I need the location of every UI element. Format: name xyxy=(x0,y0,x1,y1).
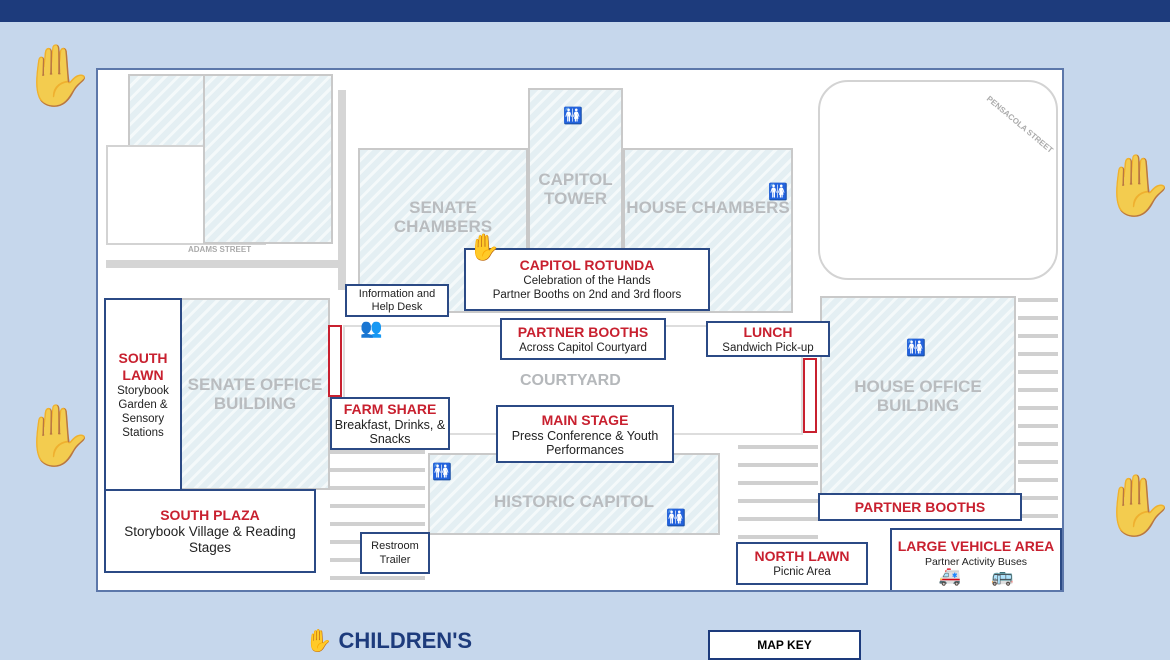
capitol-map: ADAMS STREET SENATE CHAMBERS CAPITOL TOW… xyxy=(96,68,1064,592)
lunch-label: LUNCH Sandwich Pick-up xyxy=(706,321,830,357)
rotunda-line1: Celebration of the Hands xyxy=(523,275,651,287)
sidewalk xyxy=(338,90,346,290)
top-bar xyxy=(0,0,1170,22)
sidewalk xyxy=(106,260,341,268)
label-title: PARTNER BOOTHS xyxy=(854,498,986,515)
label-sub: Storybook Village & Reading Stages xyxy=(124,523,296,555)
label-title: LUNCH xyxy=(743,323,793,340)
partner-booths-courtyard-label: PARTNER BOOTHS Across Capitol Courtyard xyxy=(500,318,666,360)
label-sub: Across Capitol Courtyard xyxy=(519,341,647,354)
label-sub: Picnic Area xyxy=(773,566,831,578)
south-plaza-label: SOUTH PLAZA Storybook Village & Reading … xyxy=(104,489,316,573)
parking-lot xyxy=(818,80,1058,280)
street-adams: ADAMS STREET xyxy=(188,245,252,254)
label-title: PARTNER BOOTHS xyxy=(517,323,649,340)
farm-share-label: FARM SHARE Breakfast, Drinks, & Snacks xyxy=(330,397,450,450)
label-title: SOUTH LAWN xyxy=(118,349,168,383)
childrens-logo: ✋ CHILDREN'S xyxy=(305,628,472,654)
vehicle-icons: 🚑🚌 xyxy=(909,565,1044,586)
label-sub: Press Conference & Youth Performances xyxy=(511,428,659,457)
restroom-icon: 🚻 xyxy=(906,340,926,357)
hand-watermark-icon: ✋ xyxy=(20,42,95,109)
hand-logo-icon: ✋ xyxy=(468,232,501,262)
ambulance-icon: 🚑 xyxy=(938,565,991,586)
label-sub: Storybook Garden & Sensory Stations xyxy=(117,384,169,439)
label-title: NORTH LAWN xyxy=(754,548,850,564)
building-historic-capitol: HISTORIC CAPITOL xyxy=(428,453,720,535)
restroom-icon: 🚻 xyxy=(563,108,583,125)
label-sub: Breakfast, Drinks, & Snacks xyxy=(334,418,446,446)
hand-logo-icon: ✋ xyxy=(305,628,333,653)
main-stage-label: MAIN STAGE Press Conference & Youth Perf… xyxy=(496,405,674,463)
building-house-office: HOUSE OFFICE BUILDING xyxy=(820,296,1016,496)
label-sub: Sandwich Pick-up xyxy=(722,341,814,354)
label-title: FARM SHARE xyxy=(343,401,437,417)
rotunda-title: CAPITOL ROTUNDA xyxy=(519,257,655,273)
label-title: MAIN STAGE xyxy=(541,411,629,428)
hand-watermark-icon: ✋ xyxy=(1100,152,1170,219)
label-title: LARGE VEHICLE AREA xyxy=(897,537,1055,554)
farm-share-marker xyxy=(328,325,342,397)
hand-watermark-icon: ✋ xyxy=(20,402,95,469)
rotunda-line2: Partner Booths on 2nd and 3rd floors xyxy=(492,289,682,301)
info-desk-label: Information and Help Desk xyxy=(345,284,449,317)
large-vehicle-area-label: LARGE VEHICLE AREA Partner Activity Buse… xyxy=(890,528,1062,590)
label-sub: Partner Activity Buses xyxy=(924,555,1028,568)
restroom-icon: 🚻 xyxy=(666,510,686,527)
help-desk-icon: 👥 xyxy=(360,318,383,338)
logo-text: CHILDREN'S xyxy=(338,628,473,653)
restroom-icon: 🚻 xyxy=(768,184,788,201)
building-block xyxy=(203,74,333,244)
hand-watermark-icon: ✋ xyxy=(1100,472,1170,539)
partner-booths-north-label: PARTNER BOOTHS xyxy=(818,493,1022,521)
lunch-marker xyxy=(803,358,817,433)
capitol-rotunda-label: ✋ CAPITOL ROTUNDA Celebration of the Han… xyxy=(464,234,710,311)
building-senate-office: SENATE OFFICE BUILDING xyxy=(180,298,330,490)
bus-icon: 🚌 xyxy=(991,565,1044,586)
label-title: SOUTH PLAZA xyxy=(160,506,260,523)
restroom-trailer-label: Restroom Trailer xyxy=(360,532,430,574)
restroom-icon: 🚻 xyxy=(432,464,452,481)
map-key: MAP KEY xyxy=(708,630,861,660)
north-lawn-label: NORTH LAWN Picnic Area xyxy=(736,542,868,585)
south-lawn-label: SOUTH LAWN Storybook Garden & Sensory St… xyxy=(104,298,182,491)
courtyard-label: COURTYARD xyxy=(520,372,621,389)
